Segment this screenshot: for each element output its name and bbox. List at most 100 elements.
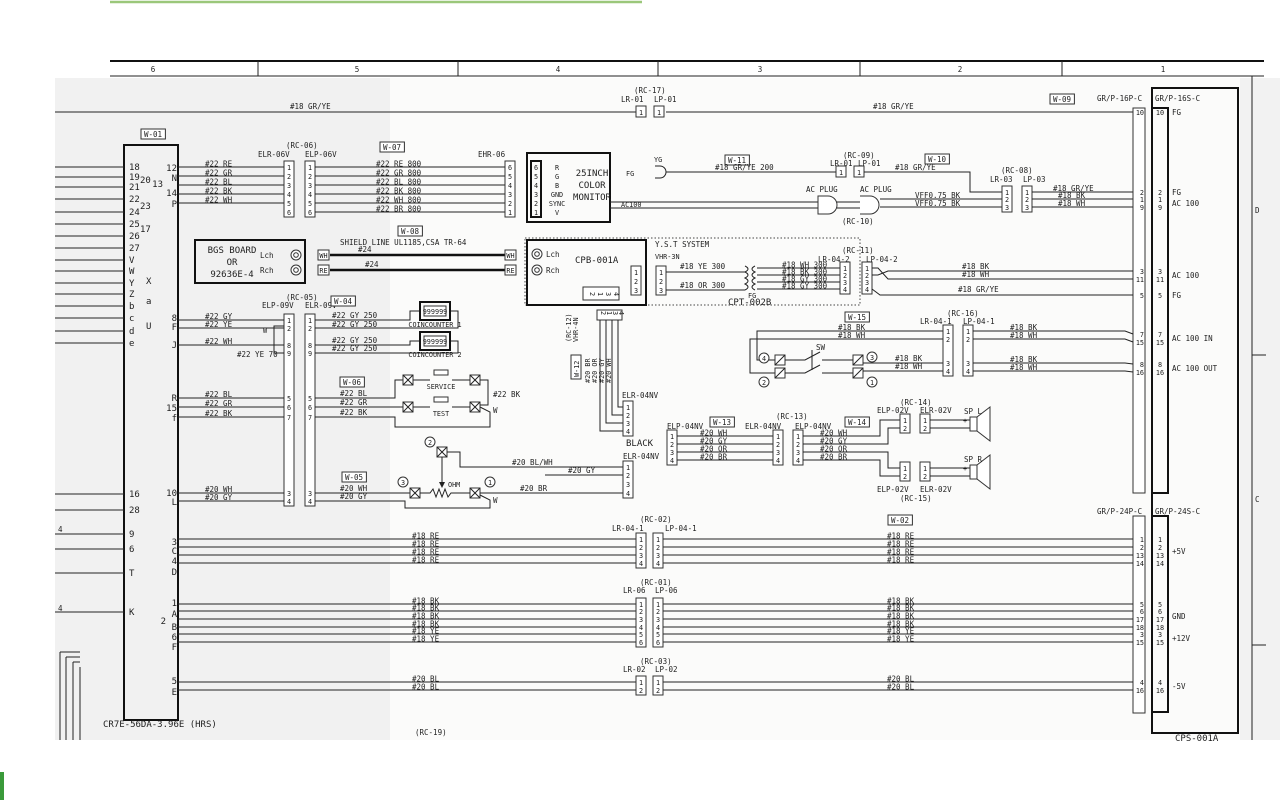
rca-plug-label: RE bbox=[506, 267, 514, 275]
pin-number: 2 bbox=[508, 200, 512, 208]
monitor-ac-label: AC100 bbox=[621, 201, 641, 209]
monitor-title: 25INCH bbox=[576, 169, 609, 179]
w01-right-pin: 14 bbox=[166, 189, 177, 199]
column-label: 5 bbox=[355, 65, 360, 74]
speaker-right-icon bbox=[969, 464, 978, 480]
wire-label: #18 GR/YE bbox=[958, 285, 999, 294]
w01-right-pin: F bbox=[172, 643, 177, 653]
w10-tag: W-10 bbox=[928, 155, 947, 164]
elp-06v-connector bbox=[304, 160, 316, 218]
edge-mark: 4 bbox=[58, 604, 63, 613]
w-label: W bbox=[493, 406, 498, 415]
wire-label: #22 BK bbox=[340, 408, 368, 417]
rc02-lp-connector bbox=[652, 532, 664, 569]
rc-13-label: (RC-13) bbox=[776, 412, 808, 421]
gr-p-24s-c-connector bbox=[1151, 515, 1169, 713]
lp-01-label: LP-01 bbox=[654, 95, 677, 104]
pin-number: 1 bbox=[1005, 189, 1009, 197]
elr-04nv-connector bbox=[622, 400, 634, 437]
monitor-fg-label: FG bbox=[626, 170, 634, 178]
pin-number: 1 bbox=[534, 209, 538, 217]
rca-plug-label: WH bbox=[319, 252, 327, 260]
w01-pin-note: 13 bbox=[152, 180, 163, 190]
pin-number: 14 bbox=[1136, 560, 1144, 568]
psu-signal-label: AC 100 bbox=[1172, 199, 1200, 208]
w01-pin-note: X bbox=[146, 277, 152, 287]
switch-common-wire bbox=[480, 379, 489, 406]
pin-number: 3 bbox=[865, 279, 869, 287]
pin-number: 3 bbox=[626, 420, 630, 428]
lch-label: Lch bbox=[260, 251, 274, 260]
elr-04nv-connector bbox=[622, 460, 634, 499]
wire-label: #24 bbox=[365, 260, 379, 269]
wire bbox=[749, 338, 943, 374]
pin-number: 2 bbox=[903, 425, 907, 433]
w05-tag-frame bbox=[341, 471, 367, 483]
pin-number: 1 bbox=[596, 292, 604, 296]
pin-number: 1 bbox=[843, 265, 847, 273]
terminal-3-circle bbox=[866, 351, 878, 363]
cpb-output-connector bbox=[630, 265, 642, 296]
w09-tag: W-09 bbox=[1053, 95, 1071, 104]
w01-right-pin: 6 bbox=[172, 633, 177, 643]
w01-left-pin: 19 bbox=[129, 173, 140, 183]
w01-right-pin: 3 bbox=[172, 538, 177, 548]
pin-number: 3 bbox=[287, 182, 291, 190]
speaker-left-cone-icon bbox=[976, 405, 991, 443]
wire-label: #18 BK bbox=[887, 612, 915, 621]
bgs-board-title: OR bbox=[227, 258, 238, 268]
connector-color-label: BLACK bbox=[626, 439, 654, 449]
pin-number: 3 bbox=[611, 311, 619, 315]
pin-number: 4 bbox=[617, 311, 625, 315]
pin-number: 5 bbox=[287, 200, 291, 208]
rc03-lr-label: LR-02 bbox=[623, 665, 646, 674]
scan-shade-right bbox=[1240, 78, 1280, 740]
pin-number: 4 bbox=[843, 286, 847, 294]
w01-right-pin: B bbox=[172, 623, 177, 633]
w01-right-pin: P bbox=[172, 200, 178, 210]
w01-pin-note: a bbox=[146, 297, 151, 307]
wire-label: #20 BL bbox=[887, 675, 915, 684]
lp-01-label: LP-01 bbox=[858, 159, 881, 168]
pin-number: 5 bbox=[508, 173, 512, 181]
pot-terminal-1-x bbox=[469, 487, 481, 499]
elr-02v-label: ELR-02V bbox=[920, 406, 952, 415]
wire-label: #18 RE bbox=[412, 556, 440, 565]
pin-number: 4 bbox=[534, 182, 538, 190]
wire-label: #18 WH bbox=[895, 362, 923, 371]
wire-label: #22 BK bbox=[493, 390, 521, 399]
pin-number: 8 bbox=[1158, 361, 1162, 369]
wire bbox=[803, 419, 900, 437]
wire bbox=[973, 330, 1134, 335]
wire-label: #18 RE bbox=[887, 532, 915, 541]
w07-tag: W-07 bbox=[383, 143, 401, 152]
w01-pin-note: 17 bbox=[140, 225, 151, 235]
pin-number: 17 bbox=[1136, 616, 1144, 624]
pin-number: 10 bbox=[1136, 109, 1144, 117]
w12-tag-frame bbox=[570, 354, 582, 380]
pin-number: 15 bbox=[1156, 339, 1164, 347]
wire-label: #20 GY bbox=[205, 493, 233, 502]
pin-number: 1 bbox=[923, 465, 927, 473]
w08-tag: W-08 bbox=[401, 227, 420, 236]
w01-connector bbox=[123, 144, 179, 721]
pin-number: 2 bbox=[1158, 544, 1162, 552]
pin-number: 2 bbox=[903, 473, 907, 481]
elr-09v-connector bbox=[304, 313, 316, 507]
lr-04-2-connector bbox=[839, 261, 851, 295]
speaker-right-label: SP R bbox=[964, 455, 983, 464]
pin-number: 2 bbox=[1158, 189, 1162, 197]
coin-counter-value: 999999 bbox=[423, 338, 448, 346]
volume-wire bbox=[315, 494, 491, 509]
wire-label: #22 BL bbox=[340, 389, 368, 398]
wire-label: #18 BK bbox=[887, 597, 915, 606]
pin-number: 3 bbox=[843, 279, 847, 287]
pin-number: 2 bbox=[923, 473, 927, 481]
wire-label: #22 BR 800 bbox=[376, 205, 422, 214]
wire-label: #18 GR/YE 200 bbox=[715, 163, 774, 172]
bgs-board-title: BGS BOARD bbox=[208, 246, 257, 256]
pin-number: 11 bbox=[1136, 276, 1144, 284]
speaker-left-label: SP L bbox=[964, 407, 983, 416]
pin-number: 2 bbox=[287, 173, 291, 181]
